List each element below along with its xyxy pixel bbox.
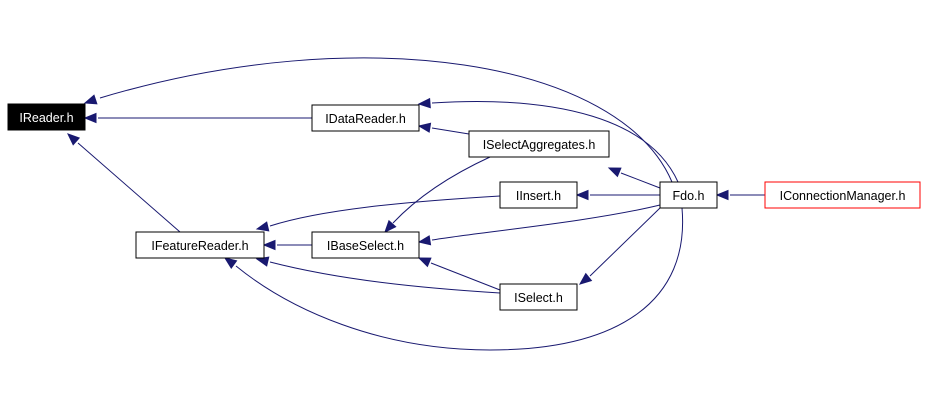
edge-idatareader-to-ireader	[83, 112, 312, 124]
arrowhead-icon	[417, 235, 432, 246]
edge-line	[392, 156, 491, 224]
node-label-ifeaturereader: IFeatureReader.h	[151, 239, 248, 253]
edge-iselectaggregates-to-idatareader	[417, 122, 470, 135]
edge-iselect-to-ifeaturereader	[255, 256, 501, 294]
arrowhead-icon	[578, 272, 593, 285]
arrowhead-icon	[417, 257, 432, 268]
edge-line	[430, 262, 501, 291]
edge-iselect-to-ibaseselect	[417, 257, 501, 291]
edge-iconnectionmanager-to-fdo	[715, 189, 765, 201]
edge-fdo-to-iselect	[578, 207, 661, 285]
edge-ibaseselect-to-ifeaturereader	[262, 239, 312, 251]
edge-line	[269, 261, 501, 294]
node-iselect[interactable]: ISelect.h	[499, 283, 578, 311]
node-label-iconnectionmanager: IConnectionManager.h	[780, 189, 906, 203]
arrowhead-icon	[417, 97, 431, 109]
node-iselectaggregates[interactable]: ISelectAggregates.h	[468, 130, 610, 158]
edge-line	[431, 204, 661, 241]
edge-fdo-to-ibaseselect	[417, 204, 661, 246]
node-label-ibaseselect: IBaseSelect.h	[327, 239, 404, 253]
edge-fdo-to-ifeaturereader	[223, 207, 684, 351]
edge-line	[99, 57, 673, 183]
arrowhead-icon	[223, 257, 238, 270]
arrowhead-icon	[255, 221, 270, 232]
node-label-iselectaggregates: ISelectAggregates.h	[483, 138, 596, 152]
edge-line	[431, 127, 470, 135]
arrowhead-icon	[83, 112, 97, 124]
node-label-fdo: Fdo.h	[673, 189, 705, 203]
node-label-iinsert: IInsert.h	[516, 189, 561, 203]
edge-fdo-to-ireader	[83, 57, 673, 183]
arrowhead-icon	[715, 189, 729, 201]
edge-fdo-to-iselectaggregates	[607, 167, 661, 189]
arrowhead-icon	[384, 219, 397, 233]
node-iconnectionmanager[interactable]: IConnectionManager.h	[764, 181, 921, 209]
edge-fdo-to-idatareader	[417, 97, 679, 183]
edge-line	[269, 195, 501, 227]
arrowhead-icon	[262, 239, 276, 251]
edge-line	[431, 101, 679, 183]
nodes-layer: IReader.h IDataReader.h ISelectAggregate…	[7, 103, 921, 311]
arrowhead-icon	[575, 189, 589, 201]
node-ibaseselect[interactable]: IBaseSelect.h	[311, 231, 420, 259]
node-label-idatareader: IDataReader.h	[325, 112, 406, 126]
node-label-iselect: ISelect.h	[514, 291, 563, 305]
node-ifeaturereader[interactable]: IFeatureReader.h	[135, 231, 265, 259]
edge-ifeaturereader-to-ireader	[67, 133, 181, 233]
edge-fdo-to-iinsert	[575, 189, 660, 201]
node-ireader[interactable]: IReader.h	[7, 103, 86, 131]
edges-layer	[67, 57, 765, 351]
edge-line	[620, 172, 661, 189]
node-fdo[interactable]: Fdo.h	[659, 181, 718, 209]
arrowhead-icon	[67, 133, 81, 146]
arrowhead-icon	[417, 122, 432, 133]
arrowhead-icon	[83, 94, 98, 105]
edge-iselectaggregates-to-ibaseselect	[384, 156, 491, 233]
node-idatareader[interactable]: IDataReader.h	[311, 104, 420, 132]
arrowhead-icon	[607, 167, 622, 178]
edge-line	[589, 207, 661, 277]
edge-iinsert-to-ifeaturereader	[255, 195, 501, 232]
edge-line	[77, 142, 181, 233]
node-label-ireader: IReader.h	[19, 111, 73, 125]
node-iinsert[interactable]: IInsert.h	[499, 181, 578, 209]
edge-line	[235, 207, 684, 351]
